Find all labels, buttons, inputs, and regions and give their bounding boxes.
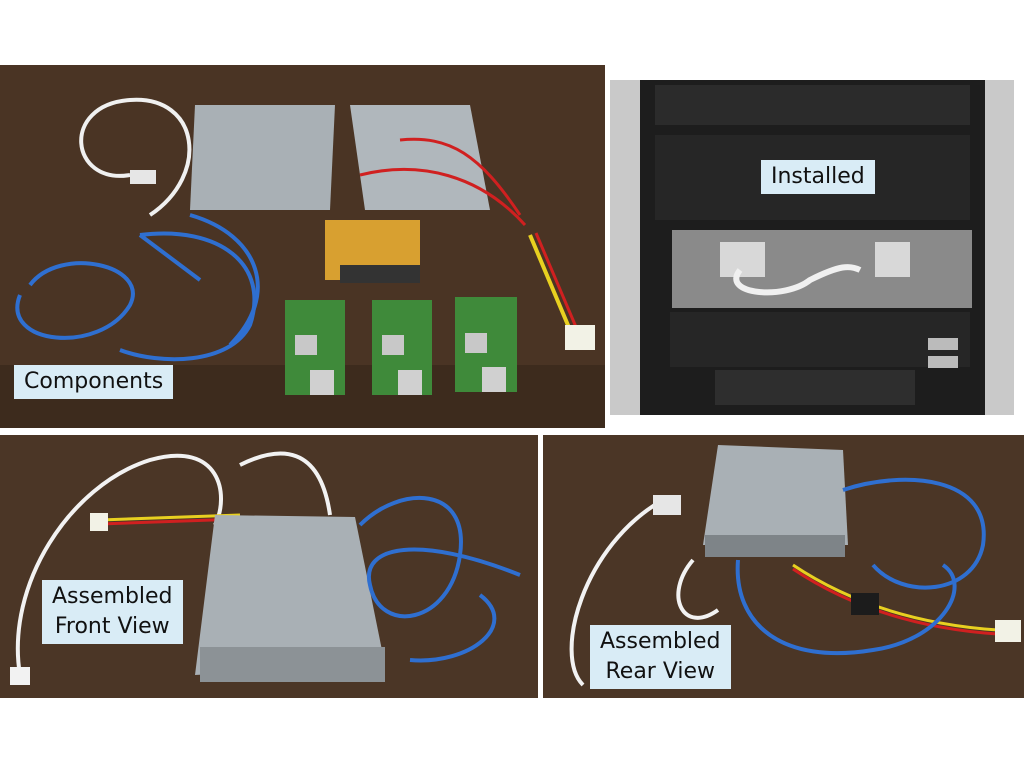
rear-view-photo: Assembled Rear View [543, 435, 1024, 698]
rear-caption-line-2: Rear View [605, 659, 716, 684]
front-view-caption: Assembled Front View [42, 580, 183, 644]
rear-caption-line-1: Assembled [600, 629, 721, 654]
front-caption-line-2: Front View [54, 614, 170, 639]
rear-view-caption: Assembled Rear View [590, 625, 731, 689]
installed-caption: Installed [761, 160, 875, 194]
front-caption-line-1: Assembled [52, 584, 173, 609]
components-caption: Components [14, 365, 174, 399]
front-view-photo: Assembled Front View [0, 435, 538, 698]
components-photo: Components [0, 65, 605, 428]
installed-photo: Installed [610, 80, 1014, 415]
